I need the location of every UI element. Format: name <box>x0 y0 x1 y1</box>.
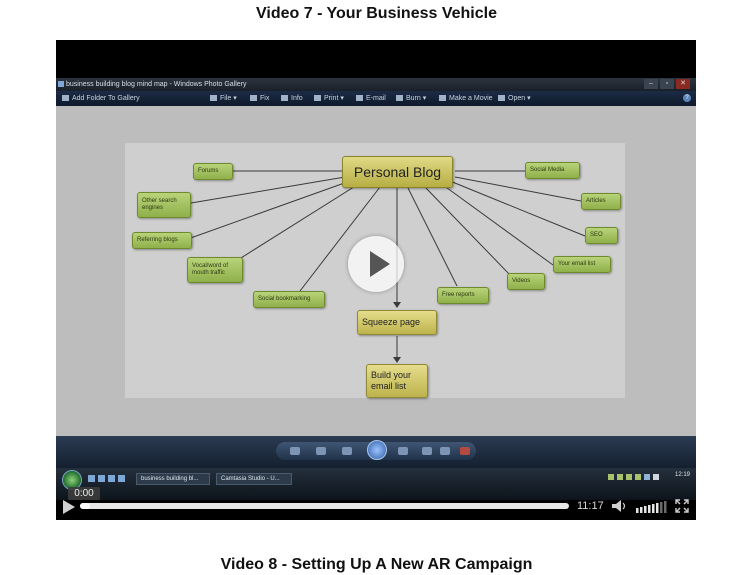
volume-bar <box>656 503 659 513</box>
speaker-tray-icon <box>653 474 659 480</box>
rotate-left-icon <box>422 447 432 455</box>
progress-fill <box>80 503 90 509</box>
node-social-bookmarking: Social bookmarking <box>253 291 325 308</box>
node-vocal-word-of-mouth: Vocal/word of mouth traffic <box>187 257 243 283</box>
node-social-media: Social Media <box>525 162 580 179</box>
toolbar-file: File ▾ <box>210 91 237 106</box>
help-icon: ? <box>683 94 691 102</box>
taskbar-photo-gallery: business building bl... <box>136 473 210 485</box>
add-folder-icon <box>62 95 69 101</box>
maximize-button: ▫ <box>660 79 674 89</box>
fullscreen-icon[interactable] <box>675 499 689 513</box>
toolbar-open: Open ▾ <box>498 91 531 106</box>
taskbar-camtasia: Camtasia Studio - U... <box>216 473 292 485</box>
node-free-reports: Free reports <box>437 287 489 304</box>
tray-icon-4 <box>635 474 641 480</box>
play-button[interactable] <box>63 500 75 514</box>
node-videos: Videos <box>507 273 545 290</box>
volume-icon[interactable] <box>612 500 628 512</box>
folder-icon <box>118 475 125 482</box>
duration-label: 11:17 <box>577 500 604 512</box>
tray-icon-3 <box>626 474 632 480</box>
node-build-email-list: Build your email list <box>366 364 428 398</box>
show-desktop-icon <box>88 475 95 482</box>
rotate-right-icon <box>440 447 450 455</box>
video-8-heading: Video 8 - Setting Up A New AR Campaign <box>220 556 533 573</box>
window-titlebar: business building blog mind map - Window… <box>56 78 696 91</box>
toolbar-print: Print ▾ <box>314 91 344 106</box>
toolbar-add-folder: Add Folder To Gallery <box>62 91 140 106</box>
previous-icon <box>342 447 352 455</box>
info-icon <box>281 95 288 101</box>
toolbar-info: Info <box>281 91 303 106</box>
toolbar-fix: Fix <box>250 91 269 106</box>
recorded-desktop: business building blog mind map - Window… <box>56 78 696 500</box>
node-other-search-engines: Other search engines <box>137 192 191 218</box>
switch-windows-icon <box>98 475 105 482</box>
gallery-toolbar: Add Folder To Gallery File ▾ Fix Info Pr… <box>56 91 696 106</box>
mind-map-connectors <box>184 170 586 363</box>
volume-bar <box>648 505 651 513</box>
play-icon <box>370 251 390 277</box>
minimize-button: – <box>644 79 658 89</box>
volume-bar <box>660 502 663 513</box>
toolbar-make-movie: Make a Movie <box>439 91 493 106</box>
browser-icon <box>108 475 115 482</box>
play-overlay-button[interactable] <box>348 236 404 292</box>
progress-bar[interactable] <box>80 503 569 509</box>
volume-bar <box>652 504 655 513</box>
email-icon <box>356 95 363 101</box>
windows-taskbar: business building bl... Camtasia Studio … <box>56 468 696 500</box>
toolbar-email: E-mail <box>356 91 386 106</box>
window-title: business building blog mind map - Window… <box>66 81 247 88</box>
volume-bar <box>636 508 639 513</box>
close-button: ✕ <box>676 79 690 89</box>
zoom-icon <box>290 447 300 455</box>
node-forums: Forums <box>193 163 233 180</box>
slideshow-icon <box>367 440 387 460</box>
photo-gallery-icon <box>58 81 64 87</box>
next-icon <box>398 447 408 455</box>
current-time-tooltip: 0:00 <box>68 487 100 500</box>
network-icon <box>644 474 650 480</box>
video-player[interactable]: business building blog mind map - Window… <box>56 40 696 520</box>
volume-slider[interactable] <box>636 499 668 513</box>
tray-icon-1 <box>608 474 614 480</box>
tray-icon-2 <box>617 474 623 480</box>
node-your-email-list: Your email list <box>553 256 611 273</box>
node-personal-blog: Personal Blog <box>342 156 453 188</box>
burn-disc-icon <box>396 95 403 101</box>
node-seo: SEO <box>585 227 618 244</box>
delete-icon <box>460 447 470 455</box>
toolbar-burn: Burn ▾ <box>396 91 426 106</box>
fix-icon <box>250 95 257 101</box>
volume-bar <box>640 507 643 513</box>
volume-bar <box>664 501 667 513</box>
node-squeeze-page: Squeeze page <box>357 310 437 335</box>
video-7-heading: Video 7 - Your Business Vehicle <box>256 5 497 22</box>
node-referring-blogs: Referring blogs <box>132 232 192 249</box>
printer-icon <box>314 95 321 101</box>
open-icon <box>498 95 505 101</box>
actual-size-icon <box>316 447 326 455</box>
volume-bar <box>644 506 647 513</box>
file-icon <box>210 95 217 101</box>
node-articles: Articles <box>581 193 621 210</box>
movie-icon <box>439 95 446 101</box>
taskbar-clock: 12:19 <box>674 472 690 478</box>
gallery-controls-pill <box>276 440 476 460</box>
gallery-control-bar <box>56 436 696 468</box>
